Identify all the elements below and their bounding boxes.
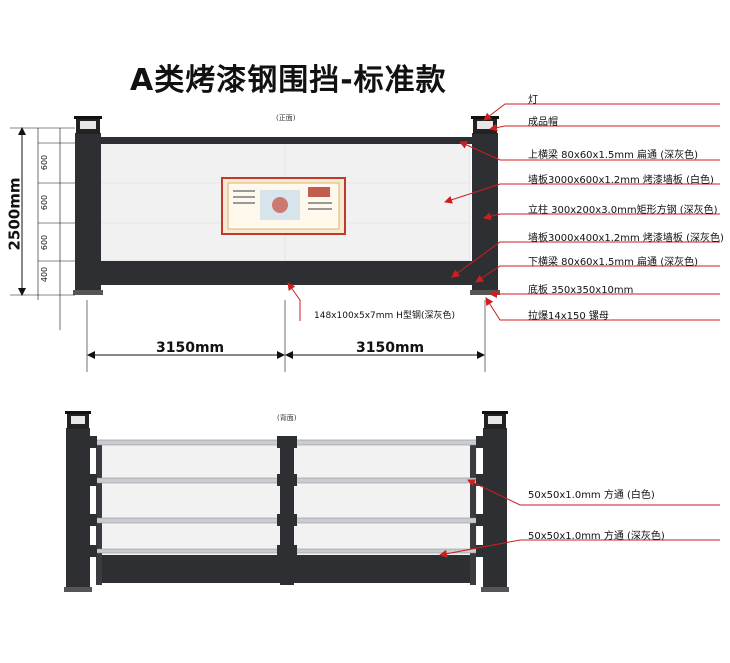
back-view-label: (背面)	[277, 414, 297, 422]
front-left-lamp	[74, 116, 102, 134]
callout-bottom-beam: 下横梁 80x60x1.5mm 扁通 (深灰色)	[528, 257, 699, 268]
callout-white-tube: 50x50x1.0mm 方通 (白色)	[528, 490, 655, 501]
back-middle-post	[280, 440, 294, 585]
back-right-lamp	[482, 411, 508, 429]
back-view	[64, 411, 720, 592]
front-view	[10, 103, 720, 372]
segment-label-2: 600	[40, 194, 50, 211]
callout-h-beam: 148x100x5x7mm H型钢(深灰色)	[314, 311, 455, 321]
width-left-dimension: 3150mm	[156, 340, 225, 356]
callout-grey-tube: 50x50x1.0mm 方通 (深灰色)	[528, 531, 665, 542]
back-left-lamp	[65, 411, 91, 429]
back-left-post	[66, 428, 90, 590]
height-dimension: 2500mm	[5, 177, 24, 251]
callout-top-beam: 上横梁 80x60x1.5mm 扁通 (深灰色)	[528, 150, 699, 161]
front-callout-lines	[287, 103, 720, 321]
callout-post-cap: 成品帽	[528, 117, 558, 128]
page-title: A类烤漆钢围挡-标准款	[130, 63, 447, 98]
poster-image	[221, 177, 346, 235]
callout-base-plate: 底板 350x350x10mm	[528, 285, 634, 296]
callout-post: 立柱 300x200x3.0mm矩形方钢 (深灰色)	[528, 205, 718, 216]
front-top-beam	[100, 137, 476, 144]
callout-white-panel: 墙板3000x600x1.2mm 烤漆墙板 (白色)	[528, 175, 714, 186]
front-view-label: (正面)	[276, 114, 296, 122]
callout-anchor-bolt: 拉爆14x150 镙母	[528, 311, 609, 322]
segment-label-3: 600	[40, 234, 50, 251]
front-bottom-panel	[100, 261, 472, 285]
back-right-post	[483, 428, 507, 590]
front-left-post	[75, 133, 101, 293]
segment-label-4: 400	[40, 266, 50, 283]
callout-lamp: 灯	[528, 95, 538, 106]
segment-label-1: 600	[40, 154, 50, 171]
callout-grey-panel: 墙板3000x400x1.2mm 烤漆墙板 (深灰色)	[528, 233, 724, 244]
width-right-dimension: 3150mm	[356, 340, 425, 356]
